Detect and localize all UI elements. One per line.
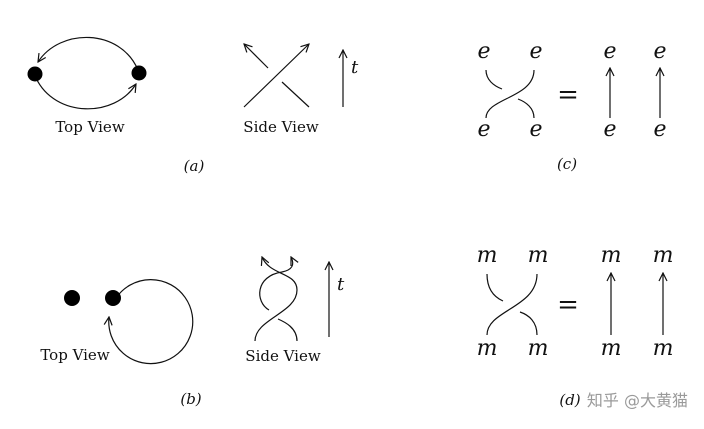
particle-label: m — [601, 336, 622, 361]
particle-label: m — [477, 243, 498, 268]
particle-dot-center — [64, 290, 80, 306]
panel-c-braid: e e e e — [477, 39, 542, 142]
particle-label: e — [653, 117, 666, 142]
panel-d-braid: m m m m — [477, 243, 549, 361]
particle-dot-edge — [105, 290, 121, 306]
equals-sign: = — [557, 80, 579, 110]
panel-c: e e e e = e e e e (c) — [477, 39, 666, 173]
particle-label: m — [528, 243, 549, 268]
panel-a-caption: (a) — [184, 157, 205, 175]
particle-label: e — [529, 39, 542, 64]
panel-a: Top View Side View t (a) — [27, 36, 359, 175]
braid-strand-over — [485, 69, 535, 119]
braid-strand-over — [486, 273, 538, 336]
braid-strand-under-lower — [519, 311, 538, 336]
worldline-under-upper — [244, 44, 269, 69]
braid-strand-under-upper — [486, 273, 504, 302]
exchange-path-upper — [38, 36, 139, 71]
side-view-label: Side View — [245, 347, 321, 365]
particle-label: m — [653, 243, 674, 268]
panel-b-time-axis: t — [329, 262, 345, 337]
encircling-path — [109, 279, 194, 365]
particle-label: e — [653, 39, 666, 64]
particle-label: m — [477, 336, 498, 361]
braid-strand-under-lower — [517, 98, 535, 119]
panel-a-side-view: Side View — [243, 44, 319, 136]
particle-label: m — [653, 336, 674, 361]
equals-sign: = — [557, 290, 579, 320]
time-label: t — [351, 57, 359, 78]
worldline-double-braid-a — [254, 257, 298, 342]
top-view-label: Top View — [40, 346, 109, 364]
particle-label: m — [601, 243, 622, 268]
panel-b-caption: (b) — [180, 390, 201, 408]
particle-dot-left — [27, 66, 43, 82]
braid-strand-under-upper — [485, 69, 503, 90]
panel-d-trivial: m m m m — [601, 243, 674, 361]
top-view-label: Top View — [55, 118, 124, 136]
watermark: 知乎 @大黄猫 — [587, 391, 688, 410]
worldline-double-braid-b-lower — [277, 318, 298, 342]
panel-c-caption: (c) — [557, 155, 577, 173]
particle-label: e — [477, 117, 490, 142]
particle-label: e — [477, 39, 490, 64]
panel-a-top-view: Top View — [27, 36, 147, 136]
panel-d-caption: (d) — [559, 391, 580, 409]
time-label: t — [337, 274, 345, 295]
side-view-label: Side View — [243, 118, 319, 136]
worldline-double-braid-b-upper — [259, 257, 293, 311]
panel-b: Top View Side View t (b) — [40, 257, 345, 408]
particle-label: e — [603, 39, 616, 64]
exchange-path-lower — [35, 77, 136, 110]
panel-a-time-axis: t — [343, 50, 359, 107]
worldline-over — [243, 44, 309, 108]
panel-b-top-view: Top View — [40, 279, 194, 365]
panel-d: m m m m = m m m m (d) — [477, 243, 674, 409]
worldline-under-lower — [281, 81, 310, 108]
particle-dot-right — [131, 65, 147, 81]
particle-label: e — [603, 117, 616, 142]
particle-label: e — [529, 117, 542, 142]
panel-b-side-view: Side View — [245, 257, 321, 365]
panel-c-trivial: e e e e — [603, 39, 666, 142]
particle-label: m — [528, 336, 549, 361]
